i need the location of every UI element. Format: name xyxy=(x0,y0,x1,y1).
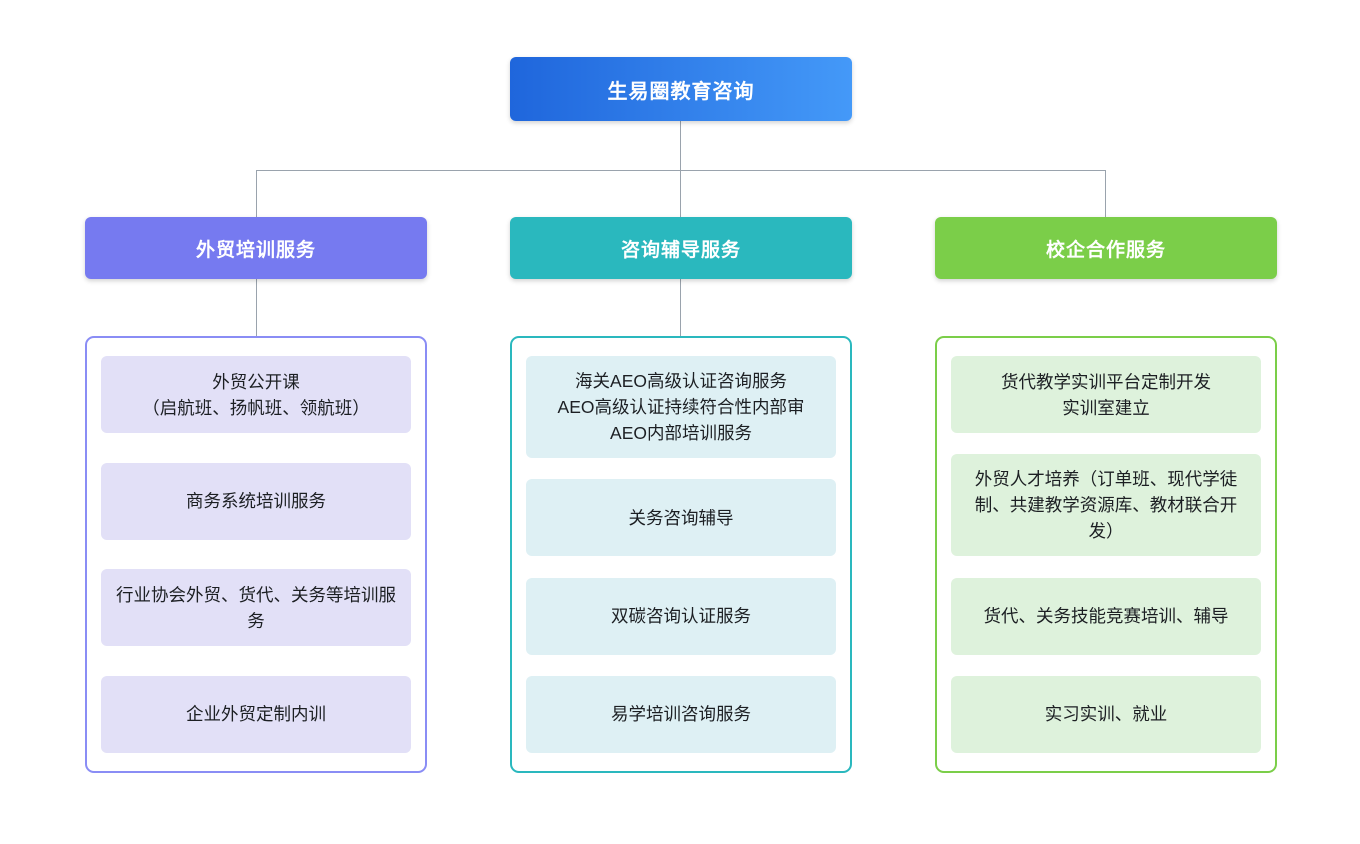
node-item-label: 外贸公开课 xyxy=(212,371,300,392)
branch-header-label: 校企合作服务 xyxy=(1045,239,1166,261)
node-item-label: 易学培训咨询服务 xyxy=(611,704,751,725)
node-item[interactable]: 行业协会外贸、货代、关务等培训服务 xyxy=(101,569,411,647)
branch-header-foreign-trade-training[interactable]: 外贸培训服务 xyxy=(85,217,427,279)
node-item[interactable]: 实习实训、就业 xyxy=(951,675,1261,753)
node-item[interactable]: 海关AEO高级认证咨询服务 AEO高级认证持续符合性内部审 AEO内部培训服务 xyxy=(526,356,836,458)
node-item-label: 外贸人才培养（订单班、现代学徒制、共建教学资源库、教材联合开发） xyxy=(974,469,1238,542)
node-item-label: AEO内部培训服务 xyxy=(610,423,752,443)
node-item[interactable]: 商务系统培训服务 xyxy=(101,462,411,540)
node-item[interactable]: 易学培训咨询服务 xyxy=(526,675,836,753)
node-item-label: （启航班、扬帆班、领航班） xyxy=(142,397,370,418)
branch-header-consulting-coaching[interactable]: 咨询辅导服务 xyxy=(510,217,852,279)
node-item-label: 实习实训、就业 xyxy=(1044,704,1168,725)
node-item-label: 商务系统培训服务 xyxy=(186,491,326,512)
root-node-label: 生易圈教育咨询 xyxy=(607,80,755,103)
node-item[interactable]: 外贸公开课 （启航班、扬帆班、领航班） xyxy=(101,356,411,433)
branch-header-school-enterprise[interactable]: 校企合作服务 xyxy=(935,217,1277,279)
node-item-label: 行业协会外贸、货代、关务等培训服务 xyxy=(116,584,396,631)
node-item-label: 实训室建立 xyxy=(1062,397,1150,418)
node-item[interactable]: 货代、关务技能竞赛培训、辅导 xyxy=(951,577,1261,655)
node-item[interactable]: 货代教学实训平台定制开发 实训室建立 xyxy=(951,356,1261,433)
branch-group-school-enterprise: 货代教学实训平台定制开发 实训室建立 外贸人才培养（订单班、现代学徒制、共建教学… xyxy=(935,336,1277,773)
node-item[interactable]: 外贸人才培养（订单班、现代学徒制、共建教学资源库、教材联合开发） xyxy=(951,454,1261,557)
node-item-label: 双碳咨询认证服务 xyxy=(611,606,751,627)
connector-drop-center xyxy=(680,170,681,217)
node-item-label: 货代教学实训平台定制开发 xyxy=(1001,371,1211,392)
node-item-label: 关务咨询辅导 xyxy=(628,507,734,528)
connector-root-down xyxy=(680,121,681,170)
node-item-label: 海关AEO高级认证咨询服务 xyxy=(575,371,787,391)
connector-branch2-to-group xyxy=(680,279,681,336)
connector-horizontal xyxy=(256,170,1106,171)
branch-group-foreign-trade-training: 外贸公开课 （启航班、扬帆班、领航班） 商务系统培训服务 行业协会外贸、货代、关… xyxy=(85,336,427,773)
node-item[interactable]: 企业外贸定制内训 xyxy=(101,675,411,753)
connector-branch1-to-group xyxy=(256,279,257,336)
branch-header-label: 咨询辅导服务 xyxy=(620,239,741,261)
node-item-label: 货代、关务技能竞赛培训、辅导 xyxy=(983,606,1229,627)
node-item-label: 企业外贸定制内训 xyxy=(186,704,326,725)
branch-header-label: 外贸培训服务 xyxy=(195,239,316,261)
node-item[interactable]: 双碳咨询认证服务 xyxy=(526,577,836,655)
branch-group-consulting-coaching: 海关AEO高级认证咨询服务 AEO高级认证持续符合性内部审 AEO内部培训服务 … xyxy=(510,336,852,773)
root-node[interactable]: 生易圈教育咨询 xyxy=(510,57,852,121)
connector-drop-left xyxy=(256,170,257,217)
connector-drop-right xyxy=(1105,170,1106,217)
node-item-label: AEO高级认证持续符合性内部审 xyxy=(557,397,805,417)
node-item[interactable]: 关务咨询辅导 xyxy=(526,479,836,557)
